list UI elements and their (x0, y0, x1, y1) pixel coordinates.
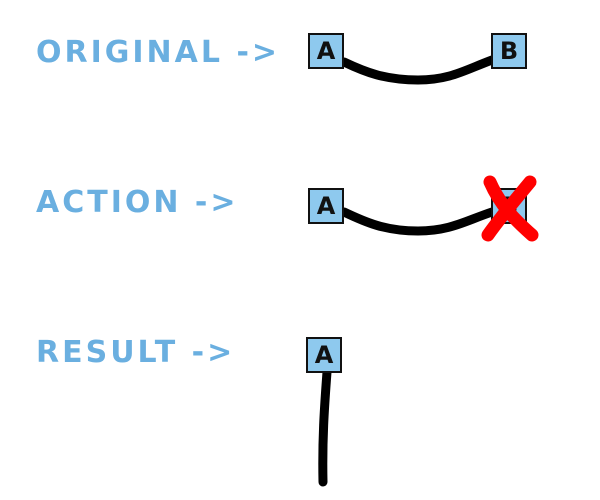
row-label-result: RESULT -> (36, 335, 236, 370)
wire-result-dangling (318, 367, 332, 487)
node-b-original[interactable]: B (491, 33, 527, 69)
wire-action-a-b (339, 207, 497, 236)
wire-original-a-b (339, 55, 497, 85)
row-label-original: ORIGINAL -> (36, 35, 281, 70)
row-label-action: ACTION -> (36, 185, 239, 220)
node-a-result[interactable]: A (306, 337, 342, 373)
node-a-action[interactable]: A (308, 188, 344, 224)
node-b-action[interactable]: B (491, 188, 527, 224)
node-a-original[interactable]: A (308, 33, 344, 69)
